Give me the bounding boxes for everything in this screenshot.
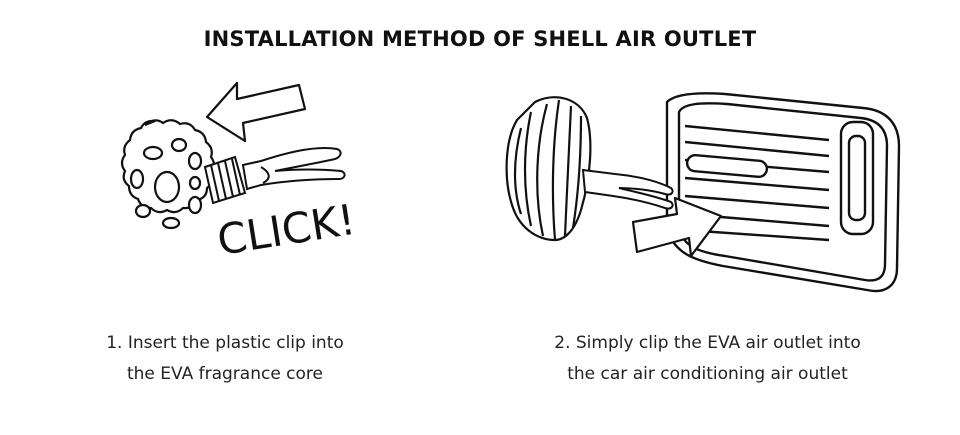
shell-icon [505,96,592,242]
clip-stem-icon [203,155,247,205]
car-vent-icon [665,92,901,293]
insert-clip-illustration: CLICK! [120,81,359,265]
click-callout: CLICK! [214,195,359,265]
push-arrow-icon [631,196,723,258]
fragrance-core-icon [120,119,216,230]
page-title: INSTALLATION METHOD OF SHELL AIR OUTLET [203,27,757,51]
vent-clip-illustration [505,92,901,293]
step-2-line-1: 2. Simply clip the EVA air outlet into [554,333,861,353]
step-2-caption: 2. Simply clip the EVA air outlet into t… [530,328,885,390]
step-1-caption: 1. Insert the plastic clip into the EVA … [60,328,390,390]
vent-clip-icon [581,168,674,210]
plastic-clip-icon [241,146,346,191]
step-1-line-2: the EVA fragrance core [126,364,323,384]
step-2-line-2: the car air conditioning air outlet [567,364,848,384]
insert-arrow-icon [205,81,307,143]
step-1-line-1: 1. Insert the plastic clip into [106,333,344,353]
